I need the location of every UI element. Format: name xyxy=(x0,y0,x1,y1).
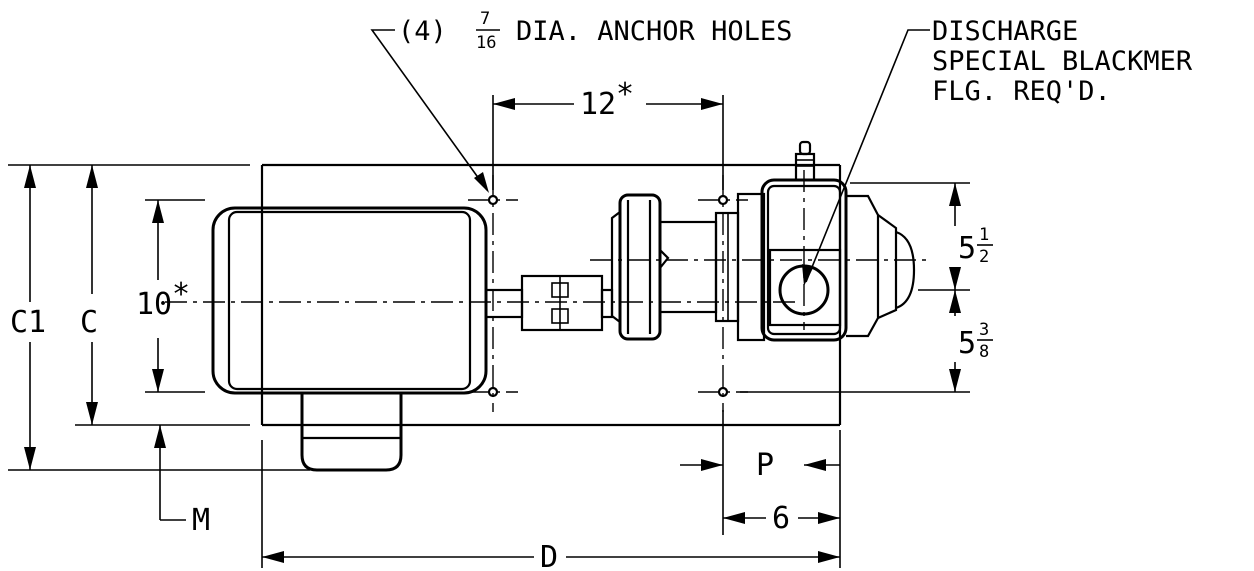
dimension-d: D xyxy=(262,540,840,571)
dim-12-star: * xyxy=(616,77,634,112)
anchor-holes xyxy=(487,194,729,398)
discharge-line2: SPECIAL BLACKMER xyxy=(932,46,1193,77)
dim-5-3-8-num: 3 xyxy=(979,320,989,340)
pump-casing xyxy=(760,140,916,342)
discharge-callout: DISCHARGE SPECIAL BLACKMER FLG. REQ'D. xyxy=(802,16,1193,286)
discharge-line1: DISCHARGE xyxy=(932,16,1078,47)
dim-5-half-num: 1 xyxy=(979,225,989,245)
anchor-holes-callout: (4) 7 16 DIA. ANCHOR HOLES xyxy=(370,9,792,193)
coupling xyxy=(484,274,614,332)
dimension-c1: C1 xyxy=(10,165,46,470)
dim-c1-label: C1 xyxy=(10,305,46,340)
dim-5-3-8-den: 8 xyxy=(979,342,989,362)
extension-lines xyxy=(8,95,970,568)
dim-6-label: 6 xyxy=(772,501,790,536)
dimension-6: 6 xyxy=(723,501,840,536)
motor xyxy=(211,206,488,472)
anchor-text: DIA. ANCHOR HOLES xyxy=(516,16,792,47)
dimension-c: C xyxy=(80,165,98,425)
base-plate xyxy=(260,163,842,427)
discharge-line3: FLG. REQ'D. xyxy=(932,76,1111,107)
dim-10-star: * xyxy=(172,277,190,312)
dim-d-label: D xyxy=(540,540,558,571)
dimension-12: 12 * xyxy=(493,77,723,122)
bearing-bracket xyxy=(610,192,766,342)
anchor-qty: (4) xyxy=(398,16,447,47)
dim-m-label: M xyxy=(192,503,210,538)
dim-12-label: 12 xyxy=(580,87,616,122)
dim-5-3-8-whole: 5 xyxy=(958,326,976,361)
dim-p-label: P xyxy=(756,448,774,483)
center-lines xyxy=(165,170,930,412)
dimension-m: M xyxy=(154,425,210,538)
anchor-den: 16 xyxy=(476,33,496,53)
dimension-5-3-8: 5 3 8 xyxy=(949,290,993,392)
dim-5-half-den: 2 xyxy=(979,247,989,267)
dimension-5-half: 5 1 2 xyxy=(949,183,993,290)
anchor-num: 7 xyxy=(480,9,490,29)
dim-10-label: 10 xyxy=(136,287,172,322)
dim-c-label: C xyxy=(80,305,98,340)
dim-5-half-whole: 5 xyxy=(958,231,976,266)
dimension-10: 10 * xyxy=(136,200,190,392)
dimension-p: P xyxy=(680,448,840,483)
